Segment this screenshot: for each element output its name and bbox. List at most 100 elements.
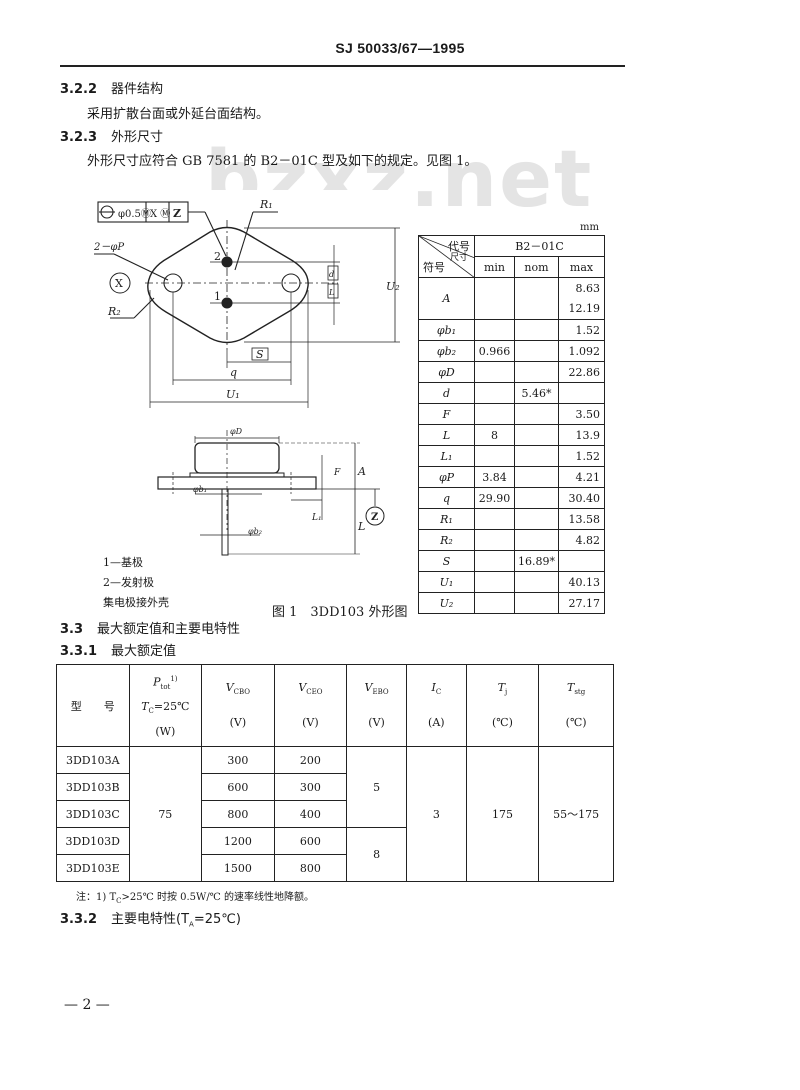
- corner-code-label: 代号: [448, 240, 470, 253]
- header-rule: [60, 65, 625, 67]
- section-title: 外形尺寸: [111, 130, 164, 145]
- legend-item: 1—基极: [103, 556, 143, 569]
- label-l1: L₁: [311, 513, 322, 523]
- vcbo-cell: 1500: [201, 854, 275, 882]
- table-row: F 3.50: [418, 403, 605, 425]
- symbol-cell: φb₂: [418, 340, 475, 362]
- label-pin1: 1: [214, 290, 221, 303]
- vcbo-cell: 300: [201, 746, 275, 774]
- vcbo-cell: 600: [201, 773, 275, 801]
- model-cell: 3DD103D: [56, 827, 130, 855]
- symbol-cell: R₁: [418, 508, 475, 530]
- title-sub: A: [189, 920, 194, 929]
- section-number: 3.3.1: [60, 644, 98, 659]
- nom-cell: [514, 487, 559, 509]
- symbol-cell: R₂: [418, 529, 475, 551]
- label-d: d: [329, 270, 334, 279]
- figure-legend: 1—基极 2—发射极 集电极接外壳: [103, 553, 169, 613]
- page-number: — 2 —: [64, 997, 110, 1013]
- tstg-cell: 55～175: [538, 746, 614, 882]
- symbol: T: [567, 681, 575, 695]
- table-row: φD 22.86: [418, 361, 605, 383]
- section-number: 3.2.3: [60, 130, 98, 145]
- vceo-cell: 400: [273, 800, 348, 828]
- nom-cell: 5.46*: [514, 382, 559, 404]
- max-cell: 1.52: [558, 445, 605, 467]
- symbol-cell: L: [418, 424, 475, 446]
- ptot-unit: (W): [155, 724, 176, 738]
- header-tj: Tj(℃): [465, 664, 540, 747]
- max-cell: [558, 550, 605, 572]
- symbol: V: [298, 681, 307, 695]
- sub: C: [435, 688, 442, 697]
- section-title: 最大额定值: [111, 644, 177, 659]
- vceo-cell: 300: [273, 773, 348, 801]
- cond-symbol: T: [141, 700, 149, 714]
- min-cell: [474, 361, 515, 383]
- header-model: 型 号: [56, 664, 130, 747]
- max-cell: 4.82: [558, 529, 605, 551]
- model-cell: 3DD103C: [56, 800, 130, 828]
- section-3-2-3-body: 外形尺寸应符合 GB 7581 的 B2－01C 型及如下的规定。见图 1。: [87, 154, 478, 169]
- max-cell: 8.63: [558, 277, 605, 299]
- max-cell: 1.092: [558, 340, 605, 362]
- label-phi-d: φD: [230, 427, 243, 436]
- min-cell: [474, 445, 515, 467]
- symbol-cell: φD: [418, 361, 475, 383]
- max-cell: 27.17: [558, 592, 605, 614]
- nom-cell: [514, 445, 559, 467]
- min-cell: [474, 529, 515, 551]
- symbol-cell: φb₁: [418, 319, 475, 341]
- label-r2: R₂: [107, 305, 121, 318]
- min-cell: 8: [474, 424, 515, 446]
- vceo-cell: 800: [273, 854, 348, 882]
- ptot-symbol: P: [153, 676, 161, 690]
- corner-dim-label: 尺寸: [449, 253, 468, 263]
- unit: (V): [368, 715, 385, 729]
- min-cell: [474, 403, 515, 425]
- min-cell: [474, 550, 515, 572]
- nom-cell: [514, 592, 559, 614]
- note-prefix: 注：1) T: [76, 892, 117, 903]
- max-cell: 3.50: [558, 403, 605, 425]
- tj-cell: 175: [465, 746, 540, 882]
- col-nom: nom: [514, 256, 559, 278]
- min-cell: [474, 508, 515, 530]
- label-b2: φb₂: [248, 527, 262, 536]
- model-cell: 3DD103E: [56, 854, 130, 882]
- vcbo-cell: 800: [201, 800, 275, 828]
- header-vebo: VEBO(V): [346, 664, 407, 747]
- min-cell: 0.966: [474, 340, 515, 362]
- table-row: 3DD103E 1500 800: [56, 854, 614, 882]
- symbol-cell: S: [418, 550, 475, 572]
- label-l-lead: L: [357, 520, 365, 533]
- section-3-2-3-heading: 3.2.3 外形尺寸: [60, 126, 163, 145]
- section-number: 3.3.2: [60, 912, 98, 927]
- max-ratings-table: 型 号 Ptot1) TC=25℃ (W) VCBO(V) VCEO(V) VE…: [56, 664, 614, 882]
- min-cell: [474, 382, 515, 404]
- nom-cell: [514, 424, 559, 446]
- sub: EBO: [372, 688, 389, 697]
- sub: CBO: [233, 688, 251, 697]
- col-max: max: [558, 256, 605, 278]
- section-title: 器件结构: [111, 82, 164, 97]
- symbol: V: [225, 681, 234, 695]
- unit: (A): [428, 715, 445, 729]
- sub: stg: [574, 688, 586, 697]
- symbol-cell: F: [418, 403, 475, 425]
- label-p: 2－φP: [93, 242, 124, 253]
- nom-cell: [514, 508, 559, 530]
- header-ic: IC(A): [405, 664, 467, 747]
- nom-cell: [514, 340, 559, 362]
- section-title: 主要电特性(T: [111, 912, 190, 927]
- table-row: R₂ 4.82: [418, 529, 605, 551]
- max-cell: 22.86: [558, 361, 605, 383]
- table-row: 3DD103B 600 300: [56, 773, 614, 801]
- figure-1-drawing: φ0.5Ⓜ X Ⓜ Z R₁ 2－φP X R₂ 2 1 S q U₁ U₂ d…: [90, 190, 410, 630]
- nom-cell: [514, 361, 559, 383]
